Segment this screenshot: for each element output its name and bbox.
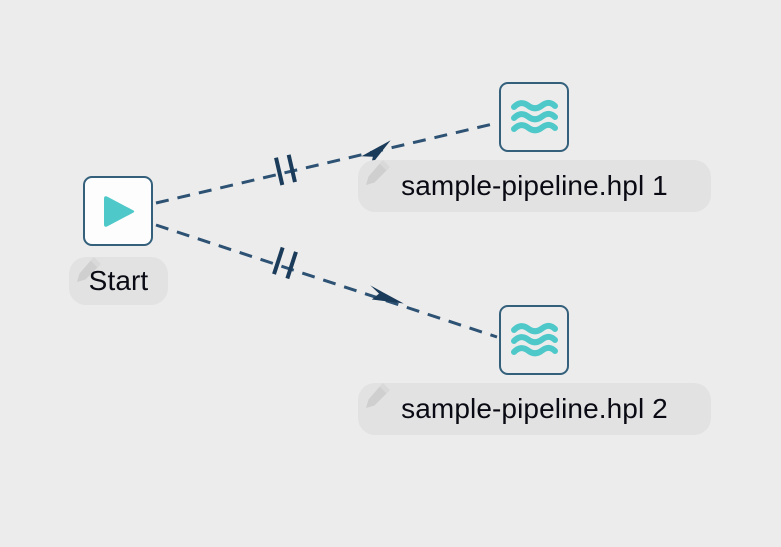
node-start-label-text: Start — [88, 265, 149, 296]
node-start-label-pill[interactable]: Start — [69, 257, 168, 305]
node-pipeline-1[interactable] — [499, 82, 569, 152]
pipeline-waves-icon — [511, 99, 558, 134]
edit-pencil-icon[interactable] — [360, 381, 394, 415]
edit-pencil-icon[interactable] — [360, 158, 394, 192]
hop-arrowhead-icon — [370, 285, 404, 304]
parallel-execution-marker-icon — [274, 154, 297, 186]
hop-line — [155, 223, 498, 339]
node-pipeline-2[interactable] — [499, 305, 569, 375]
node-pipeline-1-label-text: sample-pipeline.hpl 1 — [401, 170, 668, 201]
node-start[interactable] — [83, 176, 153, 246]
node-pipeline-2-label-text: sample-pipeline.hpl 2 — [401, 393, 668, 424]
parallel-execution-marker-icon — [272, 246, 298, 280]
play-triangle-icon — [104, 196, 135, 227]
hop-start-to-pipeline-2[interactable] — [155, 223, 498, 339]
pipeline-waves-icon — [511, 322, 558, 357]
node-pipeline-1-label-pill[interactable]: sample-pipeline.hpl 1 — [358, 160, 711, 212]
node-pipeline-2-label-pill[interactable]: sample-pipeline.hpl 2 — [358, 383, 711, 435]
